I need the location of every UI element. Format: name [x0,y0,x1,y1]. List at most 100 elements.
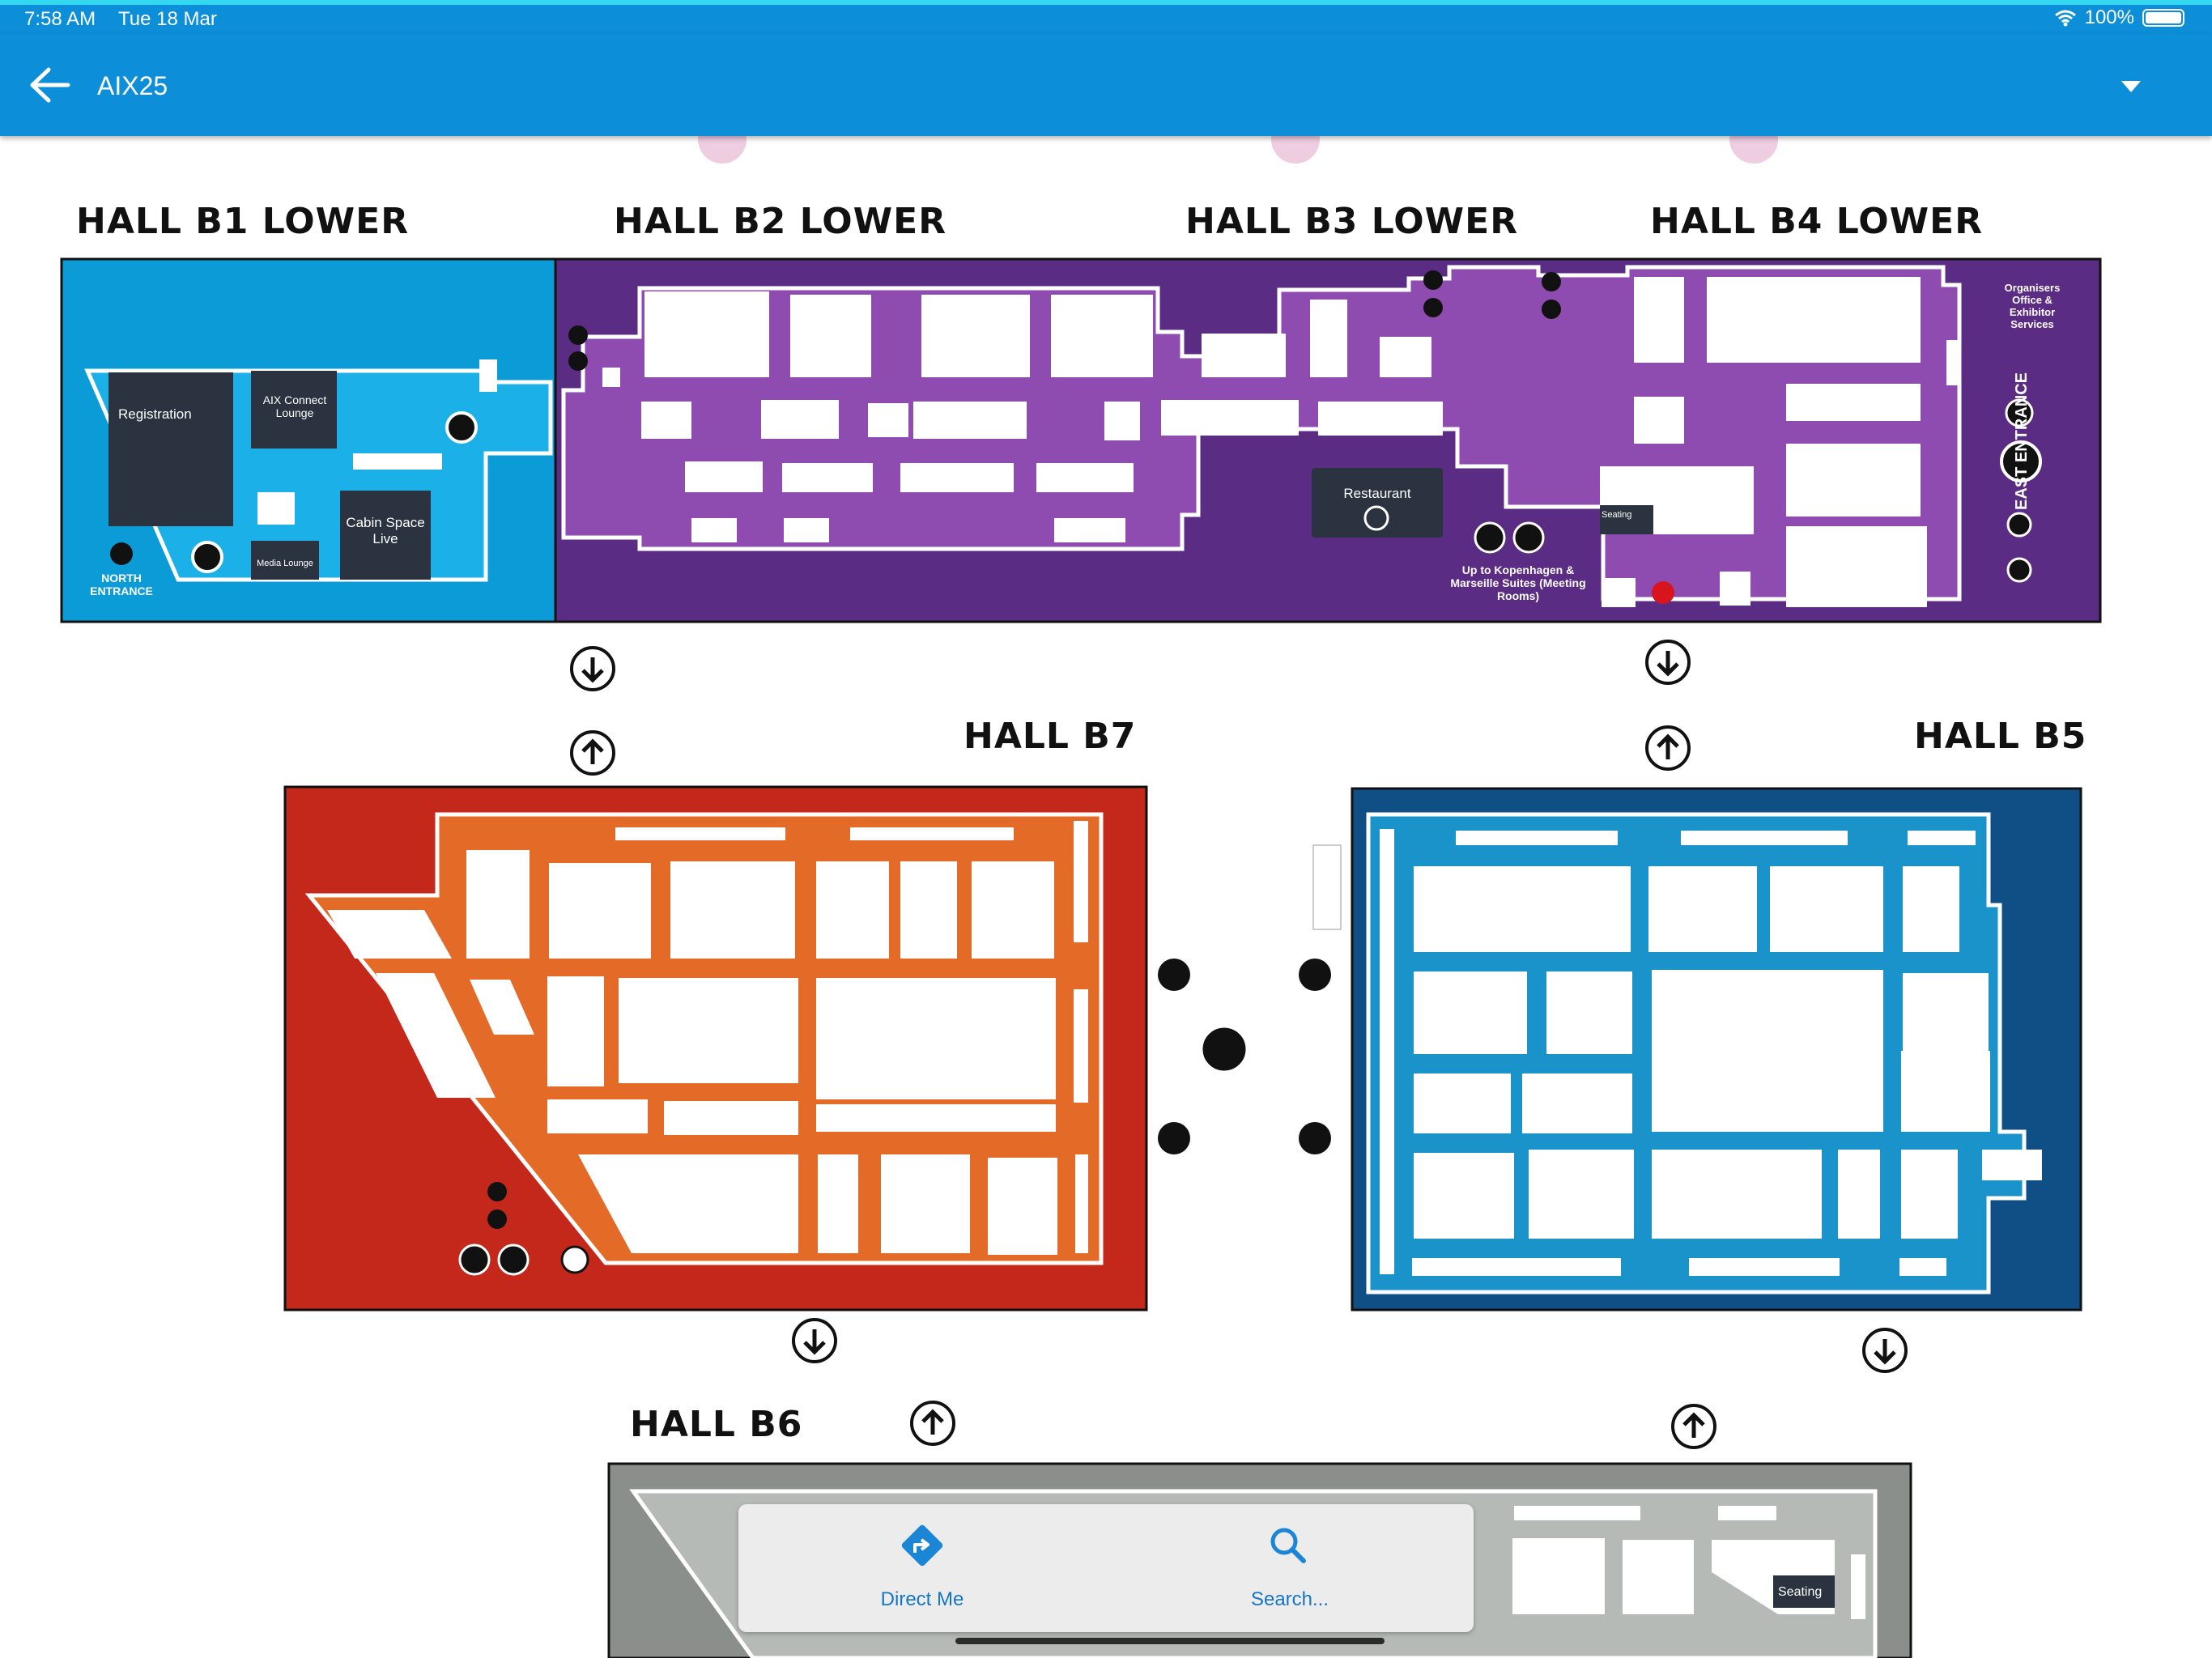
booth-6a115[interactable] [1718,1506,1776,1520]
booth-4b40[interactable] [1786,526,1927,607]
booth-4b20[interactable] [1634,397,1684,444]
booth-7d40[interactable] [818,1154,858,1253]
booth-5b20[interactable] [1546,971,1632,1054]
booth-6a100[interactable] [1623,1540,1694,1614]
booth-5c90[interactable] [1529,1150,1634,1239]
booth-seating[interactable] [1773,1575,1835,1608]
booth-4b40[interactable] [1786,384,1921,421]
booth-4b12[interactable] [1634,277,1684,363]
booth-5b30[interactable] [1652,970,1883,1132]
arrow-right-icon[interactable] [1158,1122,1190,1154]
arrow-right-icon[interactable] [1158,959,1190,991]
info-icon[interactable] [560,1245,589,1274]
booth-2b60[interactable] [921,295,1030,377]
booth-5b03[interactable] [1312,844,1342,930]
booth-5d60[interactable] [1901,1150,1958,1239]
booth-5d80[interactable] [1602,578,1636,607]
booth-7c20[interactable] [664,1101,798,1135]
booth-2d80[interactable] [1036,463,1134,492]
booth-3b30[interactable] [1380,337,1431,377]
booth-5d40[interactable] [1652,1150,1822,1239]
booth-strip[interactable] [353,453,442,470]
booth-2b30[interactable] [790,295,871,377]
booth-2e70[interactable] [1054,518,1125,542]
escalator-icon[interactable] [191,541,223,573]
booth-2d80[interactable] [1104,402,1140,440]
booth-7b11[interactable] [549,863,651,959]
booth-strip[interactable] [1074,821,1088,942]
booth-7a02[interactable] [466,850,530,959]
booth-5a25[interactable] [1546,831,1618,845]
booth-media-lounge[interactable] [251,541,319,580]
booth-2c30[interactable] [761,400,839,439]
search-button[interactable]: Search... [1106,1504,1474,1632]
booth-5a31[interactable] [1681,831,1848,845]
booth-2e30[interactable] [784,518,829,542]
booth-strip[interactable] [1074,989,1088,1103]
booth-7a30[interactable] [670,861,795,959]
booth-5b60[interactable] [1903,973,1989,1051]
booth-small[interactable] [257,492,295,525]
booth-7b40[interactable] [816,978,1056,1099]
back-arrow-icon[interactable] [28,65,73,105]
booth-strip[interactable] [1380,829,1394,1274]
direct-me-button[interactable]: Direct Me [738,1504,1106,1632]
booth-5a80[interactable] [1903,866,1959,952]
elevator-icon[interactable] [458,1244,491,1276]
booth-5c60[interactable] [1901,1051,1990,1132]
booth-row-3[interactable] [1318,402,1443,436]
booth-registration[interactable] [108,372,198,526]
booth-small[interactable] [479,359,497,392]
booth-strip[interactable] [1851,1554,1865,1619]
booth-5c10[interactable] [1414,1073,1511,1133]
booth-1c08[interactable] [251,371,337,449]
booth-7b04[interactable] [470,980,534,1035]
booth-5b10[interactable] [1414,971,1527,1054]
east-entrance-arrow-icon[interactable] [2000,440,2042,483]
booth-strip[interactable] [1075,1154,1088,1253]
booth-2b70[interactable] [1051,295,1153,377]
booth-row-5e[interactable] [1689,1258,1840,1276]
booth-seating[interactable] [1600,505,1653,534]
booth-6a90[interactable] [1512,1538,1605,1614]
booth-7b20[interactable] [619,978,798,1083]
dropdown-caret-icon[interactable] [2121,81,2141,92]
booth-2c40[interactable] [868,403,908,437]
booth-2d40[interactable] [782,463,873,492]
home-indicator[interactable] [955,1638,1385,1644]
booth-7d60[interactable] [988,1158,1057,1255]
booth-2d20[interactable] [685,461,763,492]
booth-5d10[interactable] [1414,1153,1514,1239]
info-icon[interactable] [2005,398,2034,427]
booth-2d60[interactable] [900,463,1014,492]
booth-6a93[interactable] [1514,1506,1640,1520]
booth-7b42[interactable] [816,1104,1056,1132]
booth-3a10[interactable] [1202,334,1286,377]
booth-5a20[interactable] [1414,866,1631,952]
booth-cabin-space[interactable] [340,491,431,580]
booth-7b71[interactable] [972,861,1054,959]
booth-row-7a[interactable] [615,827,785,840]
restaurant-icon[interactable] [1200,1025,1249,1073]
booth-5c20[interactable] [1522,1073,1632,1133]
booth-5d70[interactable] [1982,1150,2042,1180]
arrow-left-icon[interactable] [1299,959,1331,991]
booth-2c55[interactable] [913,402,1027,439]
booth-4e28[interactable] [1720,572,1750,606]
booth-4a10[interactable] [1707,277,1921,363]
booth-small[interactable] [1946,340,1961,385]
booth-5a30[interactable] [1648,866,1757,952]
escalator-icon[interactable] [1512,521,1545,554]
booth-7b41[interactable] [816,861,889,959]
booth-7b12[interactable] [547,976,604,1086]
booth-7a56[interactable] [900,861,957,959]
booth-5a40[interactable] [1770,866,1883,952]
booth-2a08[interactable] [644,291,769,377]
booth-5a65[interactable] [1908,831,1976,845]
booth-7a01[interactable] [327,910,452,959]
booth-7c10[interactable] [547,1099,648,1133]
booth-2e24[interactable] [691,518,737,542]
escalator-icon[interactable] [445,411,478,444]
booth-row-5e[interactable] [1412,1258,1621,1276]
booth-5a17[interactable] [1456,831,1546,845]
